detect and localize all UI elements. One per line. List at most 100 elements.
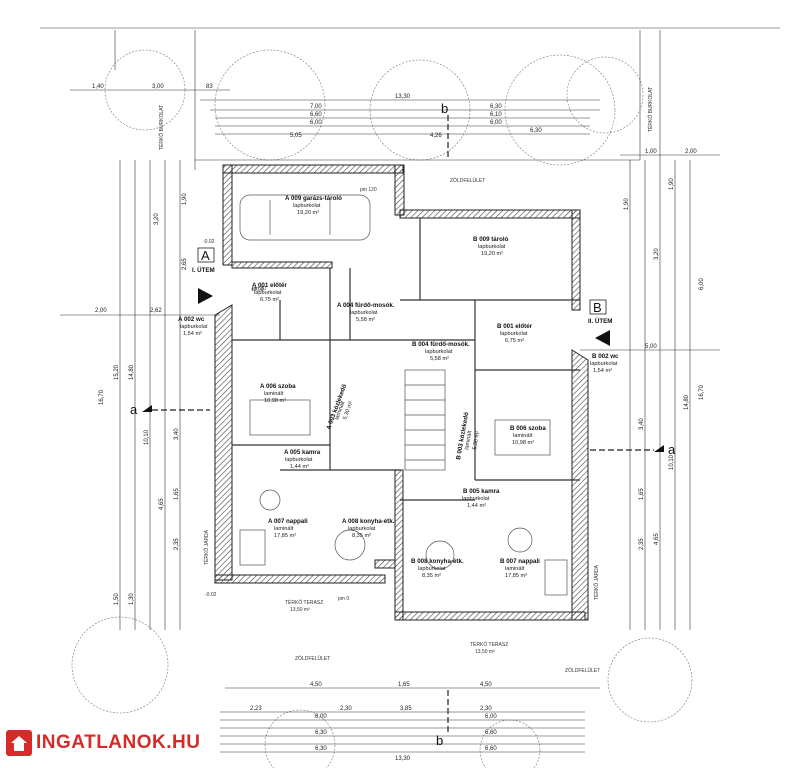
dim-left-14: 1,30 [129,593,135,605]
dim-left-1: 3,20 [154,213,160,225]
room-a002-area: 1,54 m² [183,331,202,337]
dim-bot-1: 4,50 [310,682,322,688]
room-b009-area: 19,20 m² [481,251,503,257]
top-dimensions: 1,40 3,00 83 13,30 7,00 6,30 6,60 6,10 6… [70,84,600,139]
label-jarda-left: TÉRKŐ JÁRDA [203,529,210,565]
stage-b-label: II. ÜTEM [588,318,612,325]
room-b001-area: 6,75 m² [505,338,524,344]
room-a006-name: A 006 szoba [260,383,296,390]
label-jarda-right: TÉRKŐ JÁRDA [593,564,600,600]
dim-left-15: 10,10 [144,429,150,445]
label-terasz-left-area: 13,50 m² [290,607,310,613]
dim-right-3: 1,90 [669,178,675,190]
room-b007-name: B 007 nappali [500,558,540,565]
dim-bot-10: 6,30 [315,730,327,736]
dim-bot-5: 2,30 [340,706,352,712]
stage-markers: A I. ÜTEM B II. ÜTEM [192,247,612,346]
dim-right-2: 2,00 [685,149,697,155]
room-b009-finish: lapburkolat [478,244,506,250]
label-pm0: pm 0 [338,596,349,602]
label-terasz-left: TÉRKŐ TERASZ [285,599,323,606]
label-level-neg002: -0.02 [203,239,215,245]
room-b007-area: 17,85 m² [505,573,527,579]
room-a007-name: A 007 nappali [268,518,308,525]
section-b-bottom: b [436,733,443,748]
dim-top-8: 6,10 [490,112,502,118]
room-a001-name: A 001 előtér [252,282,287,289]
dim-bot-9: 6,00 [485,714,497,720]
dim-top-10: 6,00 [490,120,502,126]
dim-left-8: 16,70 [99,389,105,405]
dim-top-2: 3,00 [152,84,164,90]
dim-right-7: 3,40 [639,418,645,430]
dim-right-5: 6,00 [699,278,705,290]
label-level-000: ±0.00 [251,287,264,293]
section-markers: a a b b [130,101,676,748]
dim-right-11: 1,65 [639,488,645,500]
label-pm30: pm 30 [252,286,266,292]
dim-top-11: 5,05 [290,133,302,139]
dim-left-4: 2,00 [95,308,107,314]
room-a004-name: A 004 fürdő-mosók. [337,302,395,309]
dim-top-3: 83 [206,84,213,90]
room-b009-name: B 009 tároló [473,236,509,243]
dim-top-1: 1,40 [92,84,104,90]
dim-top-12: 4,26 [430,133,442,139]
room-b003-finish: laminált [464,430,473,450]
section-a-left: a [130,402,138,417]
room-a006-area: 10,98 m² [264,398,286,404]
room-b001-finish: lapburkolat [500,331,528,337]
dim-bot-12: 6,30 [315,746,327,752]
room-a001-area: 6,75 m² [260,297,279,303]
dim-top-7: 6,60 [310,112,322,118]
room-b008-area: 8,35 m² [422,573,441,579]
dim-top-6: 6,30 [490,104,502,110]
dim-left-2: 1,90 [182,193,188,205]
site-labels: ZÖLDFELÜLET ZÖLDFELÜLET ZÖLDFELÜLET TÉRK… [158,87,654,674]
room-labels-a: A 009 garázs-tároló lapburkolat 19,20 m²… [178,195,395,539]
unit-a [214,164,405,584]
label-zold-top: ZÖLDFELÜLET [450,177,485,184]
room-a005-finish: lapburkolat [285,457,313,463]
dim-left-11: 1,65 [174,488,180,500]
room-a002-finish: lapburkolat [180,324,208,330]
room-a005-area: 1,44 m² [290,464,309,470]
room-b008-name: B 008 konyha-étk. [411,558,464,565]
dim-right-12: 2,35 [639,538,645,550]
dim-right-4: 3,20 [654,248,660,260]
house-logo-icon [6,730,32,756]
room-b001-name: B 001 előtér [497,323,533,330]
dim-bot-11: 6,60 [485,730,497,736]
dim-top-9: 6,00 [310,120,322,126]
dim-bot-14: 13,30 [395,756,411,762]
label-zold-bottom-right: ZÖLDFELÜLET [565,667,600,674]
room-a008-name: A 008 konyha-étk. [342,518,395,525]
room-a007-finish: laminált [274,526,294,532]
label-burkolat-right: TÉRKŐ BURKOLAT [647,87,654,132]
dim-top-5: 7,00 [310,104,322,110]
dim-right-9: 14,80 [684,394,690,410]
room-b005-area: 1,44 m² [467,503,486,509]
stage-b-letter: B [593,300,602,315]
room-b007-finish: laminált [505,566,525,572]
room-a008-finish: lapburkolat [348,526,376,532]
right-dimensions: 1,00 2,00 1,90 3,20 6,00 5,00 3,40 16,70… [580,149,720,630]
dim-left-5: 2,62 [150,308,162,314]
dim-right-14: 1,90 [624,198,630,210]
dim-left-3: 2,65 [182,258,188,270]
label-terasz-right: TÉRKŐ TERASZ [470,641,508,648]
room-b005-name: B 005 kamra [463,488,500,495]
room-b002-finish: lapburkolat [590,361,618,367]
room-b005-finish: lapburkolat [462,496,490,502]
label-terasz-right-area: 13,50 m² [475,649,495,655]
dim-bot-8: 6,00 [315,714,327,720]
room-a006-finish: laminált [264,391,284,397]
dim-left-7: 14,80 [129,364,135,380]
stage-a-letter: A [201,248,210,263]
room-a005-name: A 005 kamra [284,449,321,456]
dim-bot-6: 3,85 [400,706,412,712]
section-a-right: a [668,442,676,457]
dim-left-6: 15,20 [114,364,120,380]
dim-left-13: 1,50 [114,593,120,605]
dim-bot-3: 4,50 [480,682,492,688]
